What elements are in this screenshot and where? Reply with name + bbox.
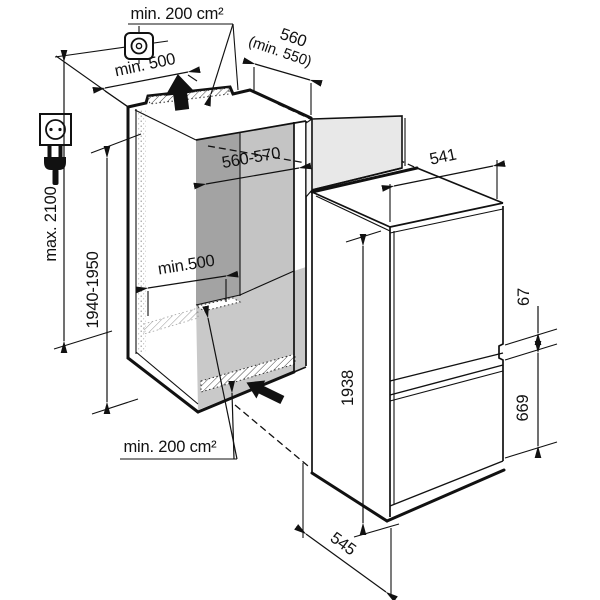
appliance-top-face	[312, 168, 503, 227]
bottom-vent-label: min. 200 cm²	[124, 438, 218, 456]
socket-icon	[39, 113, 72, 146]
airflow-in-arrow	[246, 380, 285, 405]
appliance-width-label: 541	[428, 146, 458, 169]
dim-door-gap: 67	[504, 288, 558, 361]
appliance	[310, 166, 506, 523]
appliance-left-side	[312, 192, 390, 517]
vent-cutout-icon	[54, 26, 169, 64]
hidden-bottom-vent-hatch	[143, 307, 199, 335]
niche-cabinet	[126, 85, 313, 414]
dim-lower-door-height: 669	[504, 340, 558, 459]
niche-height-label: 1940-1950	[84, 251, 102, 328]
top-vent-hatch	[147, 87, 230, 105]
label-top-vent: min. 200 cm²	[128, 5, 239, 107]
lower-door	[389, 364, 504, 507]
upper-door	[389, 231, 504, 505]
door-gap-label: 67	[515, 288, 533, 306]
appliance-depth-label: 545	[327, 529, 359, 559]
label-bottom-vent: min. 200 cm²	[120, 305, 238, 460]
dim-niche-height: 1940-1950	[84, 133, 142, 415]
pillar-speckle-texture	[137, 109, 146, 355]
plug-icon	[44, 146, 66, 185]
appliance-height-label: 1938	[339, 370, 357, 406]
appliance-front-face	[387, 203, 504, 520]
top-vent-label: min. 200 cm²	[131, 5, 225, 23]
max-height-label: max. 2100	[42, 186, 60, 261]
appliance-right-edge	[498, 206, 504, 461]
lower-door-height-label: 669	[514, 395, 532, 422]
bottom-vent-hatch	[200, 353, 296, 393]
dim-niche-depth: 560 (min. 550)	[242, 25, 323, 115]
dim-appliance-width: 541	[381, 146, 506, 222]
